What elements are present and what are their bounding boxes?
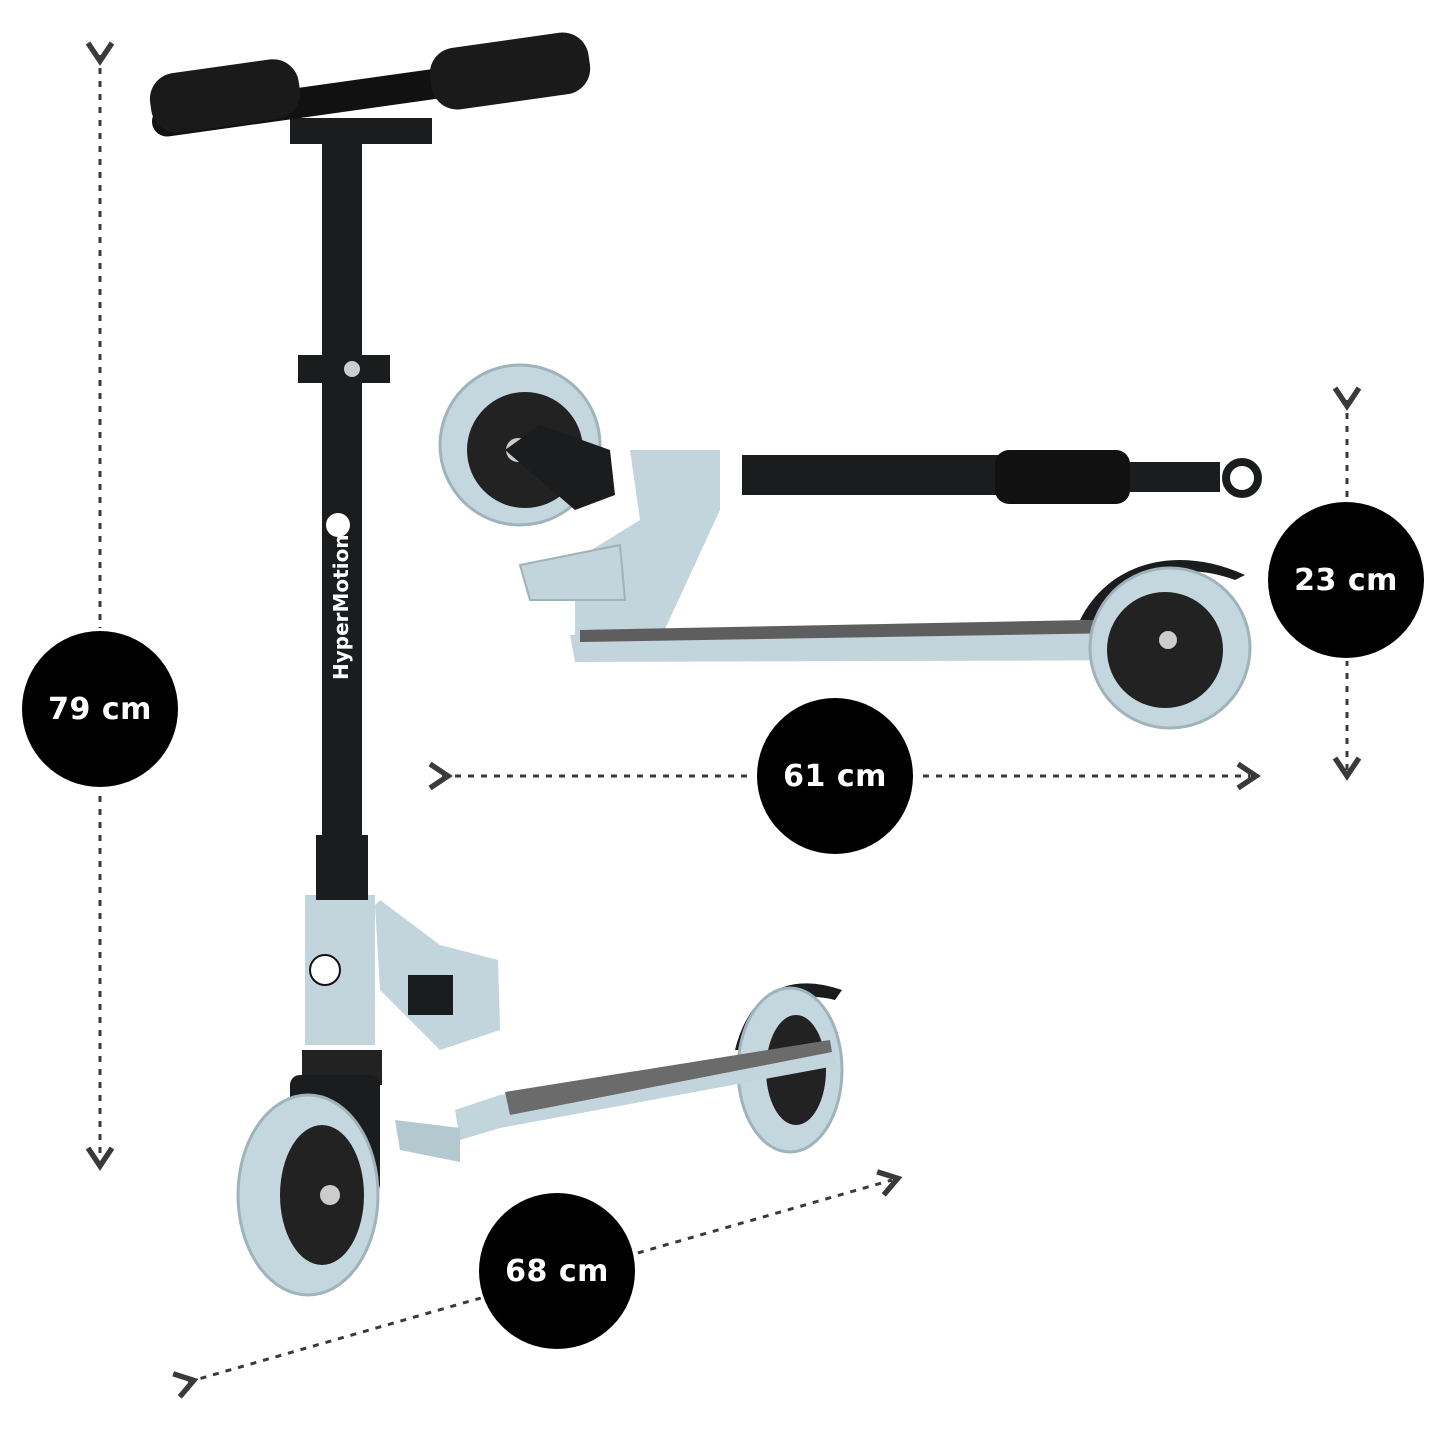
folded-length-badge: 61 cm [757,698,913,854]
folded-height-badge: 23 cm [1268,502,1424,658]
standing-scooter: HyperMotion [149,32,844,1297]
folded-scooter [438,363,1262,730]
length-badge: 68 cm [479,1193,635,1349]
stem-brand-text: HyperMotion [329,534,353,680]
height-badge: 79 cm [22,631,178,787]
